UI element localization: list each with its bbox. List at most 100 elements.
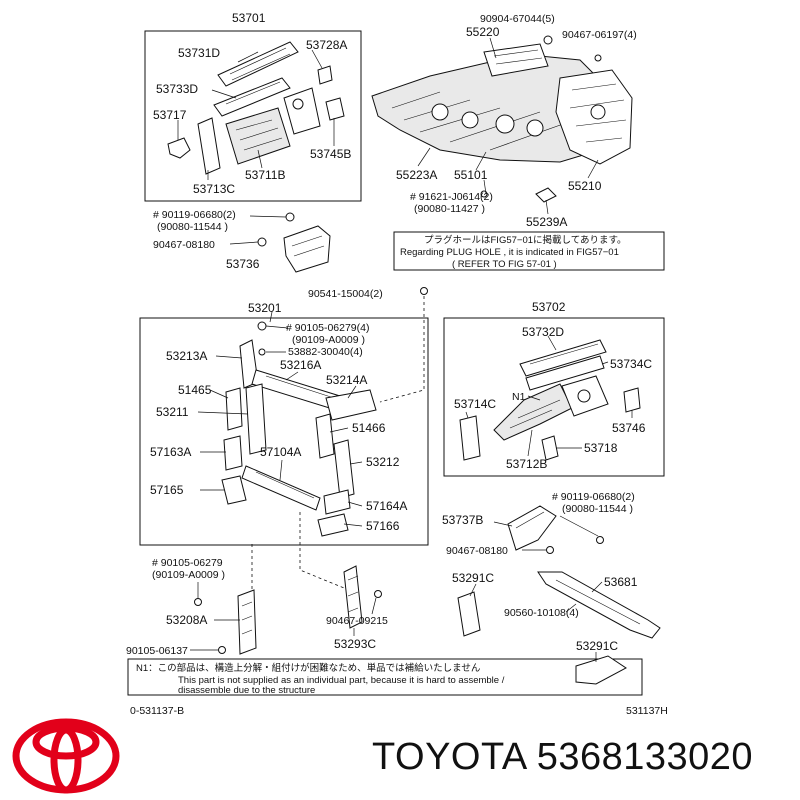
leader-53211 (197, 411, 249, 415)
part-57163a-shape (223, 435, 243, 471)
clip-90904-shape (543, 35, 553, 45)
part-51466-shape (315, 413, 335, 459)
label-90080-11427: (90080-11427 ) (414, 203, 485, 215)
label-53737b: 53737B (442, 513, 483, 527)
leader-90119-a (249, 215, 287, 218)
bolt-90467-a-shape (257, 237, 267, 247)
label-55210: 55210 (568, 179, 602, 193)
label-53882-30040: 53882-30040(4) (288, 346, 363, 358)
label-53714c: 53714C (454, 397, 496, 411)
label-53213a: 53213A (166, 349, 207, 363)
n1-note-en2: disassemble due to the structure (178, 685, 315, 696)
part-53711b-shape (225, 107, 291, 165)
leader-53737b (493, 521, 513, 527)
group-box-53201 (139, 317, 429, 546)
label-90080-11544-a: (90080-11544 ) (157, 221, 228, 233)
label-53732d: 53732D (522, 325, 564, 339)
part-55210-shape (555, 69, 633, 165)
leader-53212 (349, 461, 363, 465)
footer-left-code: 0-531137-B (130, 705, 184, 717)
bolt-90105-a-shape (257, 321, 267, 331)
label-90119-06680-b: # 90119-06680(2) (552, 491, 635, 503)
bolt-90119-b-shape (596, 536, 604, 544)
leader-53681 (591, 581, 603, 593)
label-90109-a0009-b: (90109-A0009 ) (152, 569, 225, 581)
label-53734c: 53734C (610, 357, 652, 371)
leader-53712b (527, 429, 533, 457)
label-57164a: 57164A (366, 499, 407, 513)
label-91621-j0614: # 91621-J0614(2) (410, 191, 493, 203)
label-53728a: 53728A (306, 38, 347, 52)
label-53214a: 53214A (326, 373, 367, 387)
label-51465: 51465 (178, 383, 212, 397)
leader-53214a (347, 385, 357, 399)
label-53718: 53718 (584, 441, 618, 455)
label-53211: 53211 (156, 405, 189, 419)
part-53714c-shape (459, 415, 481, 461)
n1-note-en1: This part is not supplied as an individu… (178, 675, 505, 686)
nut-90467-b-shape (546, 546, 554, 554)
label-53731d: 53731D (178, 46, 220, 60)
label-53291c-a: 53291C (452, 571, 494, 585)
nut-90467-06197-shape (594, 54, 602, 62)
label-90105-06279-b: # 90105-06279 (152, 557, 223, 569)
footer-right-code: 531137H (626, 705, 668, 717)
label-57166: 57166 (366, 519, 400, 533)
label-90109-a0009-a: (90109-A0009 ) (292, 334, 365, 346)
label-90105-06279-a: # 90105-06279(4) (286, 322, 369, 334)
brand-name: TOYOTA (372, 736, 526, 778)
part-53737b-shape (507, 505, 557, 551)
n1-note-jp: N1：この部品は、構造上分解・組付けが困難なため、単品では補給いたしません (136, 662, 480, 674)
label-90541-15004: 90541-15004(2) (308, 288, 383, 300)
leader-53291c-a (469, 583, 477, 597)
n1-note: N1：この部品は、構造上分解・組付けが困難なため、単品では補給いたしません Th… (136, 662, 505, 696)
part-53212-shape (333, 439, 355, 499)
leader-90105-a (265, 325, 289, 329)
part-53214a-shape (325, 389, 377, 421)
part-57104a-shape (241, 465, 321, 511)
label-57163a: 57163A (150, 445, 191, 459)
part-53717-shape (167, 137, 191, 159)
bolt-90105-b-shape (194, 598, 202, 606)
nut-90467-09215-shape (374, 590, 382, 598)
leader-55101 (475, 151, 487, 171)
dashed-connector-90541 (379, 296, 425, 403)
plug-hole-note-en1: Regarding PLUG HOLE , it is indicated in… (400, 247, 619, 258)
leader-57166 (343, 523, 363, 527)
label-53291c-b: 53291C (576, 639, 618, 653)
part-number: 5368133020 (536, 736, 754, 778)
part-53728a-shape (317, 65, 333, 85)
part-53291c-a-shape (457, 591, 481, 637)
part-53718-shape (541, 435, 559, 461)
leader-53734c (601, 361, 609, 365)
label-90467-06197: 90467-06197(4) (562, 29, 637, 41)
part-53746-shape (623, 387, 641, 413)
label-51466: 51466 (352, 421, 386, 435)
part-57165-shape (221, 475, 247, 505)
label-53736: 53736 (226, 257, 260, 271)
leader-53714c (465, 411, 469, 419)
label-53681: 53681 (604, 575, 638, 589)
leader-53213a (215, 355, 243, 359)
label-53216a: 53216A (280, 358, 321, 372)
leader-53731d (237, 51, 259, 63)
label-57165: 57165 (150, 483, 184, 497)
part-53732d-shape (519, 339, 607, 377)
leader-53733d (211, 89, 237, 99)
label-53701: 53701 (232, 11, 266, 25)
part-53293c-shape (343, 565, 363, 629)
leader-55223a (417, 147, 431, 167)
leader-53728a (311, 49, 323, 69)
label-90904-67044: 90904-67044(5) (480, 13, 555, 25)
part-center-bracket-shape (283, 87, 321, 135)
label-53208a: 53208A (166, 613, 207, 627)
label-90119-06680-a: # 90119-06680(2) (153, 209, 236, 221)
leader-57104a (279, 459, 283, 481)
part-57166-shape (317, 513, 349, 537)
part-53733d-shape (213, 77, 291, 117)
leader-n1 (527, 395, 541, 401)
label-53717: 53717 (153, 108, 187, 122)
part-53291c-b-shape (575, 655, 627, 685)
leader-53216a (285, 371, 299, 381)
